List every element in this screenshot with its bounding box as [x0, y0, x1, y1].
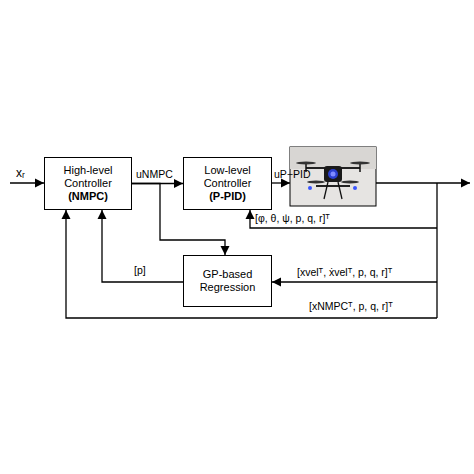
box-title: High-level Controller: [45, 164, 131, 190]
box-subtitle: (NMPC): [65, 190, 111, 203]
signal-label: [p]: [134, 264, 146, 276]
box-subtitle: (P-PID): [206, 190, 249, 203]
attitude-feedback: [250, 210, 437, 228]
box-title: Low-level Controller: [184, 164, 271, 190]
signal-label: uNMPC: [136, 168, 173, 180]
box-title: GP-based Regression: [184, 268, 271, 294]
state-feedback: [66, 210, 437, 318]
command-arrow: [272, 182, 290, 183]
input-arrow: [10, 182, 44, 183]
state-vector: [φ, θ, ψ, p, q, r]ᵀ: [255, 212, 330, 224]
signal-name: uP−PID: [274, 168, 310, 180]
signal-connector: [102, 210, 183, 282]
signal-name: xᵣ: [16, 167, 25, 179]
controller-box: Low-level Controller(P-PID): [183, 157, 272, 210]
state-vector: [xNMPCᵀ, p, q, r]ᵀ: [309, 300, 393, 312]
signal-connector: [132, 183, 183, 184]
controller-box: High-level Controller(NMPC): [44, 157, 132, 210]
output-arrow: [376, 182, 470, 183]
signal-connector: [132, 184, 225, 256]
velocity-feedback: [272, 281, 437, 282]
state-vector: [xvelᵀ, ẋvelᵀ, p, q, r]ᵀ: [297, 266, 392, 278]
regression-box: GP-based Regression: [183, 255, 272, 307]
feedback-trunk: [436, 183, 437, 318]
